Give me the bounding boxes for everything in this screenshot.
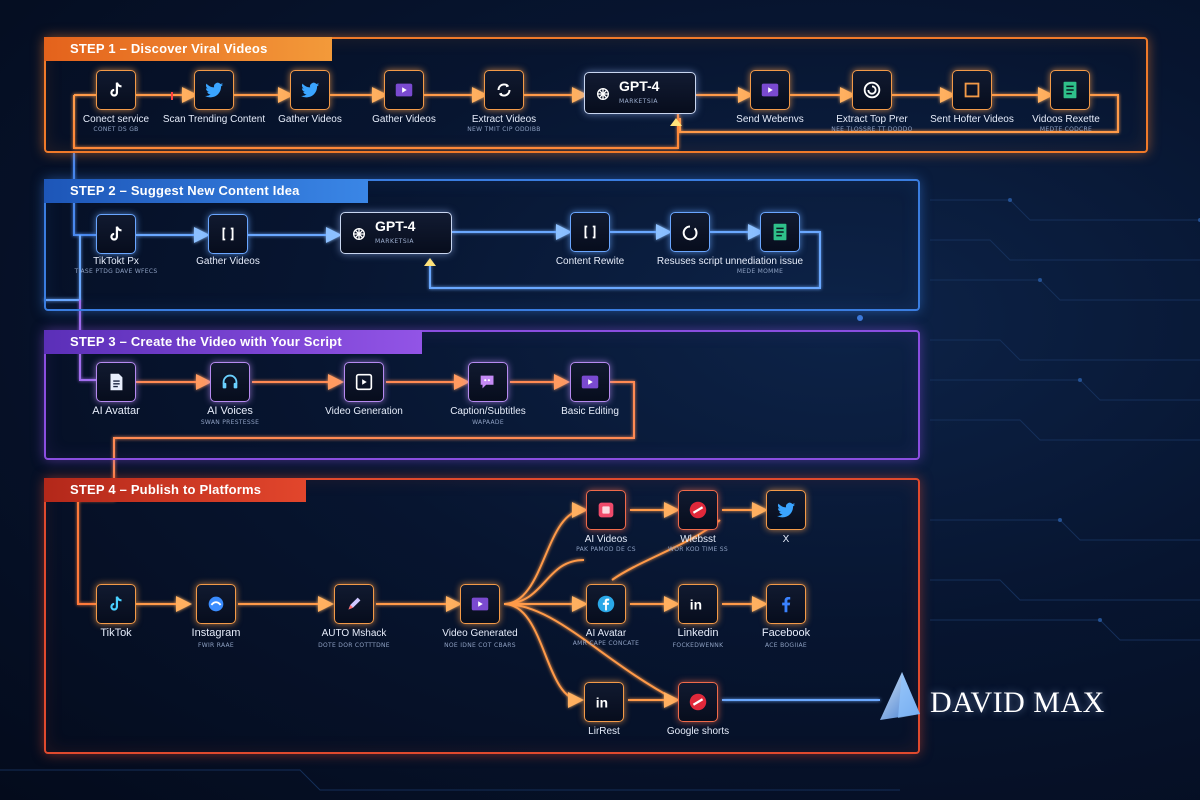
document-icon[interactable] bbox=[760, 212, 800, 252]
node-label: Vidoos Rexette bbox=[1032, 114, 1100, 125]
node-label: Basic Editing bbox=[561, 406, 619, 417]
brackets-icon[interactable] bbox=[570, 212, 610, 252]
facebook-icon[interactable] bbox=[586, 584, 626, 624]
tiktok-icon[interactable] bbox=[96, 70, 136, 110]
node-label: Scan Trending Content bbox=[162, 114, 266, 125]
linkedin-icon[interactable]: in bbox=[678, 584, 718, 624]
twitter-icon[interactable] bbox=[766, 490, 806, 530]
node-label: Linkedin bbox=[677, 627, 719, 639]
pencil-icon[interactable] bbox=[334, 584, 374, 624]
node-sublabel: DOTE DOR COTTTDNE bbox=[318, 642, 390, 649]
brand-logo bbox=[880, 672, 920, 720]
node-sublabel: PAK PAMOD DE CS bbox=[576, 546, 636, 553]
node-sublabel: NEW TMIT CIP ODDIBB bbox=[467, 126, 541, 133]
node-sublabel: MEDE MOMME bbox=[736, 268, 784, 275]
node-label: Extract Videos bbox=[471, 114, 537, 125]
node-label: Conect service bbox=[82, 114, 150, 125]
node-label: Facebook bbox=[761, 627, 811, 639]
node-label: Resuses script unnediation issue bbox=[656, 256, 804, 267]
gpt-subtitle: MARKETSIA bbox=[375, 238, 415, 245]
twitter-icon[interactable] bbox=[290, 70, 330, 110]
svg-text:in: in bbox=[690, 598, 702, 613]
node-label: Wlebsst bbox=[680, 534, 716, 545]
node-sublabel: ACE BOGIIAE bbox=[764, 642, 807, 649]
node-label: Content Rewite bbox=[555, 256, 625, 267]
step3-title: STEP 3 – Create the Video with Your Scri… bbox=[44, 330, 422, 354]
node-sublabel: FWIR RAAE bbox=[197, 642, 235, 649]
ai-icon[interactable] bbox=[586, 490, 626, 530]
node-label: AI Videos bbox=[584, 534, 628, 545]
video-icon[interactable] bbox=[344, 362, 384, 402]
node-sublabel: AMR CAPE CONCATE bbox=[572, 640, 640, 647]
node-label: Gather Videos bbox=[196, 256, 260, 267]
node-label: LirRest bbox=[588, 726, 620, 737]
square-icon[interactable] bbox=[952, 70, 992, 110]
step4-panel bbox=[44, 478, 920, 754]
openai-icon bbox=[353, 228, 365, 240]
refresh-icon[interactable] bbox=[484, 70, 524, 110]
node-label: Video Generated bbox=[442, 628, 518, 639]
openai-icon bbox=[597, 88, 609, 100]
brand-name: DAVID MAX bbox=[930, 686, 1105, 719]
node-label: Sent Hofter Videos bbox=[930, 114, 1014, 125]
step1-panel bbox=[44, 37, 1148, 153]
linkedin-icon[interactable]: in bbox=[584, 682, 624, 722]
node-label: AI Avatar bbox=[585, 628, 627, 639]
node-label: Caption/Subtitles bbox=[450, 406, 526, 417]
instagram-icon[interactable] bbox=[196, 584, 236, 624]
gpt-subtitle: MARKETSIA bbox=[619, 98, 659, 105]
play-icon[interactable] bbox=[384, 70, 424, 110]
document-icon[interactable] bbox=[96, 362, 136, 402]
gpt4-node[interactable]: GPT-4 MARKETSIA bbox=[584, 72, 696, 114]
node-label: AI Avattar bbox=[92, 405, 140, 417]
gpt-title: GPT-4 bbox=[619, 78, 660, 94]
node-label: Instagram bbox=[191, 627, 241, 639]
twitter-icon[interactable] bbox=[194, 70, 234, 110]
headset-icon[interactable] bbox=[210, 362, 250, 402]
step1-title: STEP 1 – Discover Viral Videos bbox=[44, 37, 332, 61]
node-sublabel: NOE IDNE COT CBARS bbox=[444, 642, 516, 649]
node-label: AI Voices bbox=[207, 405, 253, 417]
play-icon[interactable] bbox=[460, 584, 500, 624]
node-sublabel: SWAN PRESTESSE bbox=[200, 419, 260, 426]
node-label: Google shorts bbox=[666, 726, 730, 737]
tiktok-icon[interactable] bbox=[96, 584, 136, 624]
node-sublabel: FOCKEDWENNK bbox=[672, 642, 724, 649]
node-sublabel: WAPAADE bbox=[472, 419, 504, 426]
svg-text:in: in bbox=[596, 696, 608, 711]
node-label: Send Webenvs bbox=[736, 114, 804, 125]
node-sublabel: NEE TLOSSRE TT DODDO bbox=[831, 126, 913, 133]
node-sublabel: WOR KOD TIME SS bbox=[667, 546, 728, 553]
node-label: Gather Videos bbox=[372, 114, 436, 125]
gpt4-node[interactable]: GPT-4 MARKETSIA bbox=[340, 212, 452, 254]
step4-title: STEP 4 – Publish to Platforms bbox=[44, 478, 306, 502]
document-icon[interactable] bbox=[1050, 70, 1090, 110]
node-label: TikTok bbox=[100, 627, 132, 639]
slash-icon[interactable] bbox=[678, 490, 718, 530]
node-label: Gather Videos bbox=[278, 114, 342, 125]
node-label: AUTO Mshack bbox=[321, 628, 387, 639]
circle-icon[interactable] bbox=[670, 212, 710, 252]
node-sublabel: MEDTE CODCRE bbox=[1039, 126, 1093, 133]
brackets-icon[interactable] bbox=[208, 214, 248, 254]
node-label: Extract Top Prer bbox=[836, 114, 908, 125]
node-sublabel: TIASE PTDG DAVE WFECS bbox=[74, 268, 158, 275]
gpt-title: GPT-4 bbox=[375, 218, 416, 234]
node-label: TikTokt Px bbox=[93, 256, 139, 267]
step2-title: STEP 2 – Suggest New Content Idea bbox=[44, 179, 368, 203]
node-sublabel: CONET DS GB bbox=[93, 126, 139, 133]
facebook-icon[interactable] bbox=[766, 584, 806, 624]
slash-icon[interactable] bbox=[678, 682, 718, 722]
chat-icon[interactable] bbox=[468, 362, 508, 402]
play-icon[interactable] bbox=[750, 70, 790, 110]
step3-panel bbox=[44, 330, 920, 460]
step2-panel bbox=[44, 179, 920, 311]
node-label: Video Generation bbox=[325, 406, 403, 417]
node-label: X bbox=[782, 534, 790, 545]
spiral-icon[interactable] bbox=[852, 70, 892, 110]
play-icon[interactable] bbox=[570, 362, 610, 402]
tiktok-icon[interactable] bbox=[96, 214, 136, 254]
